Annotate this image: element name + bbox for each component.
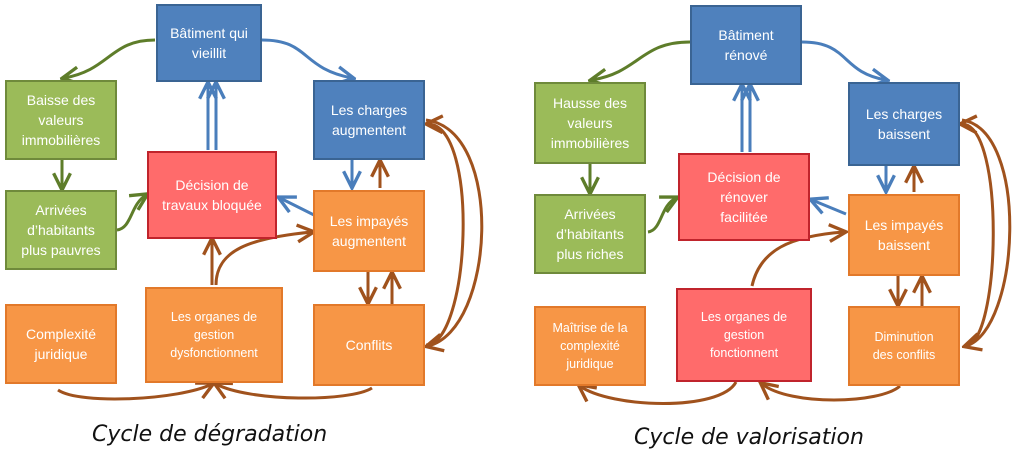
caption-cycle-degradation: Cycle de dégradation — [92, 422, 328, 447]
arrow-conflits-to-organes — [216, 384, 373, 400]
arrow-charges-r-to-diminution — [962, 118, 1012, 346]
arrow-batiment-r-to-hausse — [592, 40, 691, 80]
arrow-batiment-to-charges — [261, 38, 352, 78]
box-complexite-juridique: Complexité juridique — [5, 304, 117, 384]
arrow-arrivees-to-decision — [116, 195, 146, 232]
box-organes-fonctionnent: Les organes de gestion fonctionnent — [676, 288, 812, 382]
box-batiment-vieillit: Bâtiment qui vieillit — [156, 4, 262, 82]
arrow-conflits-to-charges — [426, 124, 465, 347]
arrow-complexite-to-organes — [57, 384, 212, 401]
box-batiment-renove: Bâtiment rénové — [690, 5, 802, 85]
box-charges-baissent: Les charges baissent — [848, 82, 960, 166]
box-diminution-conflits: Diminution des conflits — [848, 306, 960, 386]
box-hausse-valeurs: Hausse des valeurs immobilières — [534, 82, 646, 164]
box-impayes-augmentent: Les impayés augmentent — [313, 190, 425, 272]
box-charges-augmentent: Les charges augmentent — [313, 80, 425, 160]
arrow-batiment-r-to-charges — [801, 40, 886, 80]
arrow-charges-to-conflits — [426, 118, 484, 346]
box-baisse-valeurs: Baisse des valeurs immobilières — [5, 80, 117, 160]
box-arrivees-riches: Arrivées d’habitants plus riches — [534, 194, 646, 274]
box-impayes-baissent: Les impayés baissent — [848, 194, 960, 276]
box-maitrise-complexite: Maîtrise de la complexité juridique — [534, 306, 646, 386]
arrow-arrivees-r-to-decision — [647, 198, 676, 234]
arrow-impayes-to-decision — [280, 198, 315, 217]
box-decision-travaux-bloquee: Décision de travaux bloquée — [147, 151, 277, 239]
caption-cycle-valorisation: Cycle de valorisation — [634, 425, 864, 450]
arrow-diminution-to-charges — [962, 124, 995, 347]
arrow-organes-r-to-maitrise — [580, 381, 738, 405]
box-decision-renover-facilitee: Décision de rénover facilitée — [678, 153, 810, 241]
arrow-diminution-to-organes — [762, 384, 902, 402]
box-organes-dysfonctionnent: Les organes de gestion dysfonctionnent — [145, 287, 283, 383]
arrow-organes-to-impayes — [214, 232, 312, 286]
arrow-batiment-to-baisse — [64, 38, 156, 78]
box-arrivees-pauvres: Arrivées d’habitants plus pauvres — [5, 190, 117, 270]
arrow-impayes-r-to-decision — [812, 200, 847, 216]
arrow-organes-r-to-impayes — [750, 232, 844, 287]
box-conflits: Conflits — [313, 304, 425, 386]
